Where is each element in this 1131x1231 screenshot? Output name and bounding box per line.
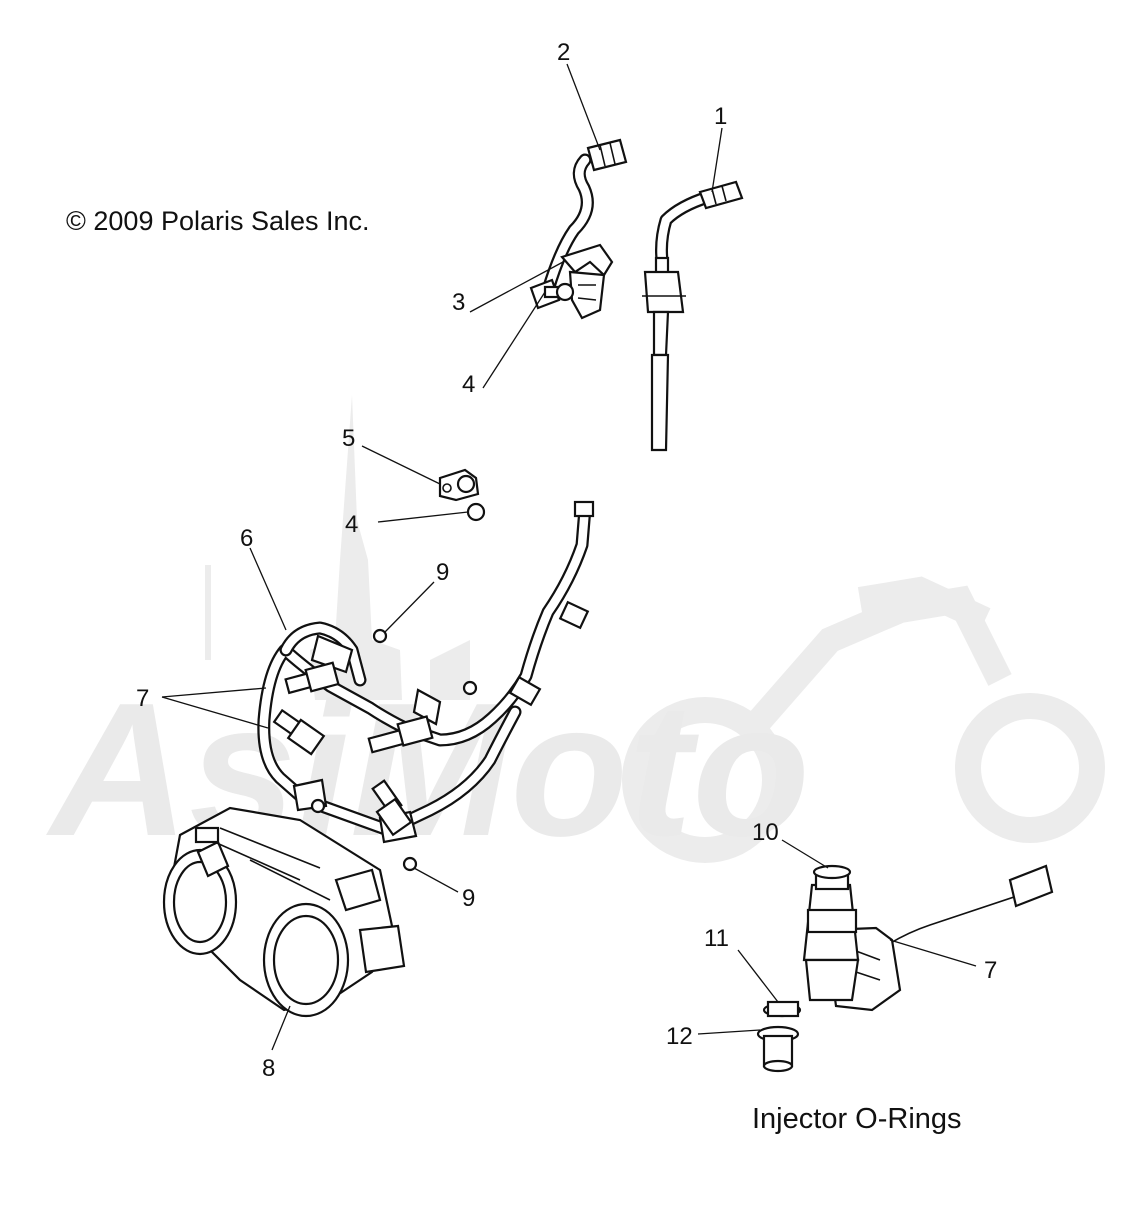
callout-6: 6: [240, 525, 253, 552]
part-4-screw-top: [543, 282, 575, 302]
injector-b: [272, 708, 326, 756]
injector-detail: [756, 864, 1054, 1073]
part-3-bracket: [560, 243, 614, 320]
caption-injector-o-rings: Injector O-Rings: [752, 1103, 962, 1135]
part-2-hose: [529, 138, 628, 310]
callout-3: 3: [452, 289, 465, 316]
callout-2: 2: [557, 39, 570, 66]
callout-1: 1: [714, 103, 727, 130]
part-8-throttle-body: [162, 806, 406, 1018]
part-5-clamp: [438, 468, 480, 502]
callout-9-top: 9: [436, 559, 449, 586]
watermark-spire: [310, 395, 470, 700]
part-7-injectors: [272, 661, 434, 837]
callout-9-bottom: 9: [462, 885, 475, 912]
callout-12: 12: [666, 1023, 693, 1050]
part-4-screw-bottom: [466, 502, 486, 522]
callout-7-right: 7: [984, 957, 997, 984]
injector-d: [371, 779, 413, 837]
callout-8: 8: [262, 1055, 275, 1082]
injector-a: [284, 661, 340, 695]
part-1-fuel-line: [642, 180, 744, 452]
watermark: AsiMoto: [46, 395, 1105, 876]
watermark-motorcycle: [622, 576, 1105, 863]
watermark-mast: [205, 565, 211, 660]
callout-4-bottom: 4: [345, 511, 358, 538]
callout-10: 10: [752, 819, 779, 846]
callout-5: 5: [342, 425, 355, 452]
callout-4-top: 4: [462, 371, 475, 398]
copyright-text: © 2009 Polaris Sales Inc.: [66, 206, 370, 236]
callout-11: 11: [704, 925, 729, 952]
callouts: 2 1 3 4 5 4 6 9 7 9 8 10 11 12 7: [136, 39, 997, 1082]
injector-c: [367, 715, 434, 754]
callout-7-left: 7: [136, 685, 149, 712]
